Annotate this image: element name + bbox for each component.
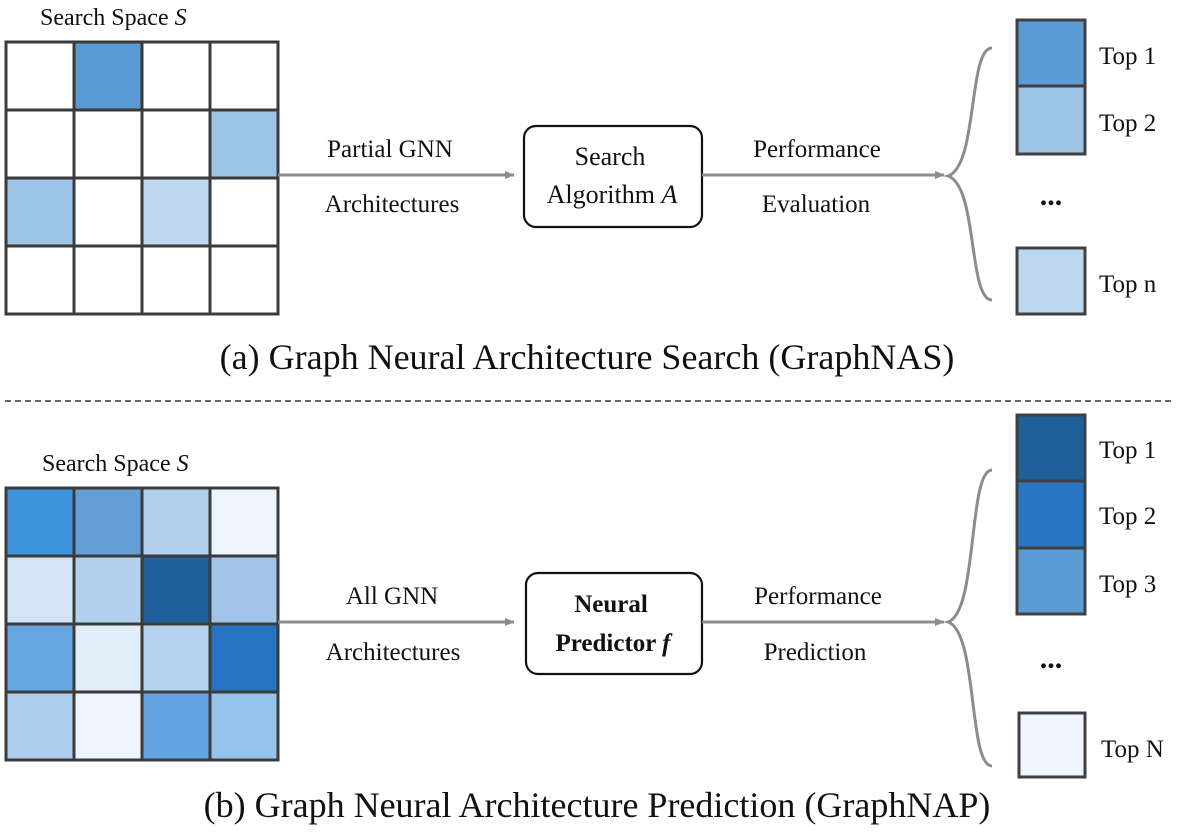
panel-a-rank-1-box [1015,18,1087,88]
panel-a-brace [943,46,993,302]
panel-a-grid-cell-3-0 [4,244,76,316]
panel-b-input-label-line1: All GNN [346,583,438,610]
panel-b-grid-cell-2-3 [208,622,280,694]
panel-a-grid-cell-3-2 [140,244,212,316]
panel-a-output-label-line1: Performance [753,136,881,163]
panel-b-brace [943,468,993,768]
panel-a-grid-cell-1-3 [208,108,280,180]
panel-b-grid-cell-2-1 [72,622,144,694]
panel-a-rank-2-box [1015,84,1087,156]
panel-b-grid-cell-1-2 [140,554,212,626]
panel-a-rank-3-label: Top n [1099,271,1157,298]
panel-b-grid-cell-2-0 [4,622,76,694]
panel-a-rank-3-box [1015,246,1087,316]
panel-a-grid-cell-2-1 [72,176,144,248]
panel-b-grid-cell-0-2 [140,486,212,558]
panel-a-grid-cell-3-3 [208,244,280,316]
panel-a-rank-2-label: Top 2 [1099,110,1156,137]
panel-b-grid-cell-1-3 [208,554,280,626]
panel-a-grid-cell-1-2 [140,108,212,180]
panel-b-rank-2-box [1015,479,1087,550]
panel-b-neural-predictor-box [524,571,704,676]
panel-b-ranking: Top 1 Top 2 Top 3 Top N ... [1015,413,1164,779]
panel-b-rank-1-label: Top 1 [1099,437,1156,464]
panel-b-caption: (b) Graph Neural Architecture Prediction… [204,785,991,825]
panel-a-grid-cell-1-1 [72,108,144,180]
panel-b: Search Space S All GNN Architectures Neu… [4,413,1164,825]
panel-b-rank-4-label: Top N [1101,736,1164,763]
panel-b-grid-cell-3-1 [72,690,144,762]
panel-b-grid-cell-1-1 [72,554,144,626]
panel-b-output-label-line1: Performance [754,583,882,610]
panel-b-grid-cell-0-3 [208,486,280,558]
panel-b-grid-cell-1-0 [4,554,76,626]
panel-a-search-space-grid [4,40,280,316]
panel-b-rank-2-label: Top 2 [1099,503,1156,530]
panel-a-box-line1: Search [575,142,646,171]
panel-a-ranking: Top 1 Top 2 Top n ... [1015,18,1157,316]
panel-b-grid-cell-0-1 [72,486,144,558]
panel-b-grid-cell-3-0 [4,690,76,762]
panel-b-grid-cell-3-2 [140,690,212,762]
panel-a-output-label-line2: Evaluation [762,191,871,218]
panel-a-grid-cell-0-3 [208,40,280,112]
panel-a-grid-cell-2-3 [208,176,280,248]
panel-a-grid-cell-2-2 [140,176,212,248]
panel-b-output-label-line2: Prediction [764,639,867,666]
panel-b-grid-cell-2-2 [140,622,212,694]
panel-a-input-label-line1: Partial GNN [327,136,453,163]
panel-a-grid-cell-1-0 [4,108,76,180]
panel-a-rank-1-label: Top 1 [1099,43,1156,70]
panel-a: Search Space S Partial GNN Architectures… [4,5,1157,377]
panel-a-search-space-label: Search Space S [40,5,187,31]
panel-b-input-label-line2: Architectures [326,639,461,666]
panel-b-rank-4-box [1017,711,1087,779]
panel-b-grid-cell-3-3 [208,690,280,762]
panel-a-grid-cell-0-2 [140,40,212,112]
panel-b-search-space-grid [4,486,280,762]
panel-a-box-line2: Algorithm A [547,180,678,209]
panel-a-grid-cell-3-1 [72,244,144,316]
panel-a-grid-cell-0-1 [72,40,144,112]
panel-b-rank-1-box [1015,413,1087,483]
panel-a-grid-cell-0-0 [4,40,76,112]
panel-a-caption: (a) Graph Neural Architecture Search (Gr… [220,337,955,377]
panel-b-rank-3-label: Top 3 [1099,571,1156,598]
panel-a-ellipsis: ... [1040,179,1063,212]
panel-b-rank-3-box [1015,546,1087,616]
panel-b-grid-cell-0-0 [4,486,76,558]
panel-b-ellipsis: ... [1040,642,1063,675]
panel-b-search-space-label: Search Space S [42,451,189,477]
panel-a-grid-cell-2-0 [4,176,76,248]
panel-b-box-line1: Neural [574,591,648,618]
panel-b-box-line2: Predictor f [555,630,673,657]
panel-a-input-label-line2: Architectures [325,191,460,218]
